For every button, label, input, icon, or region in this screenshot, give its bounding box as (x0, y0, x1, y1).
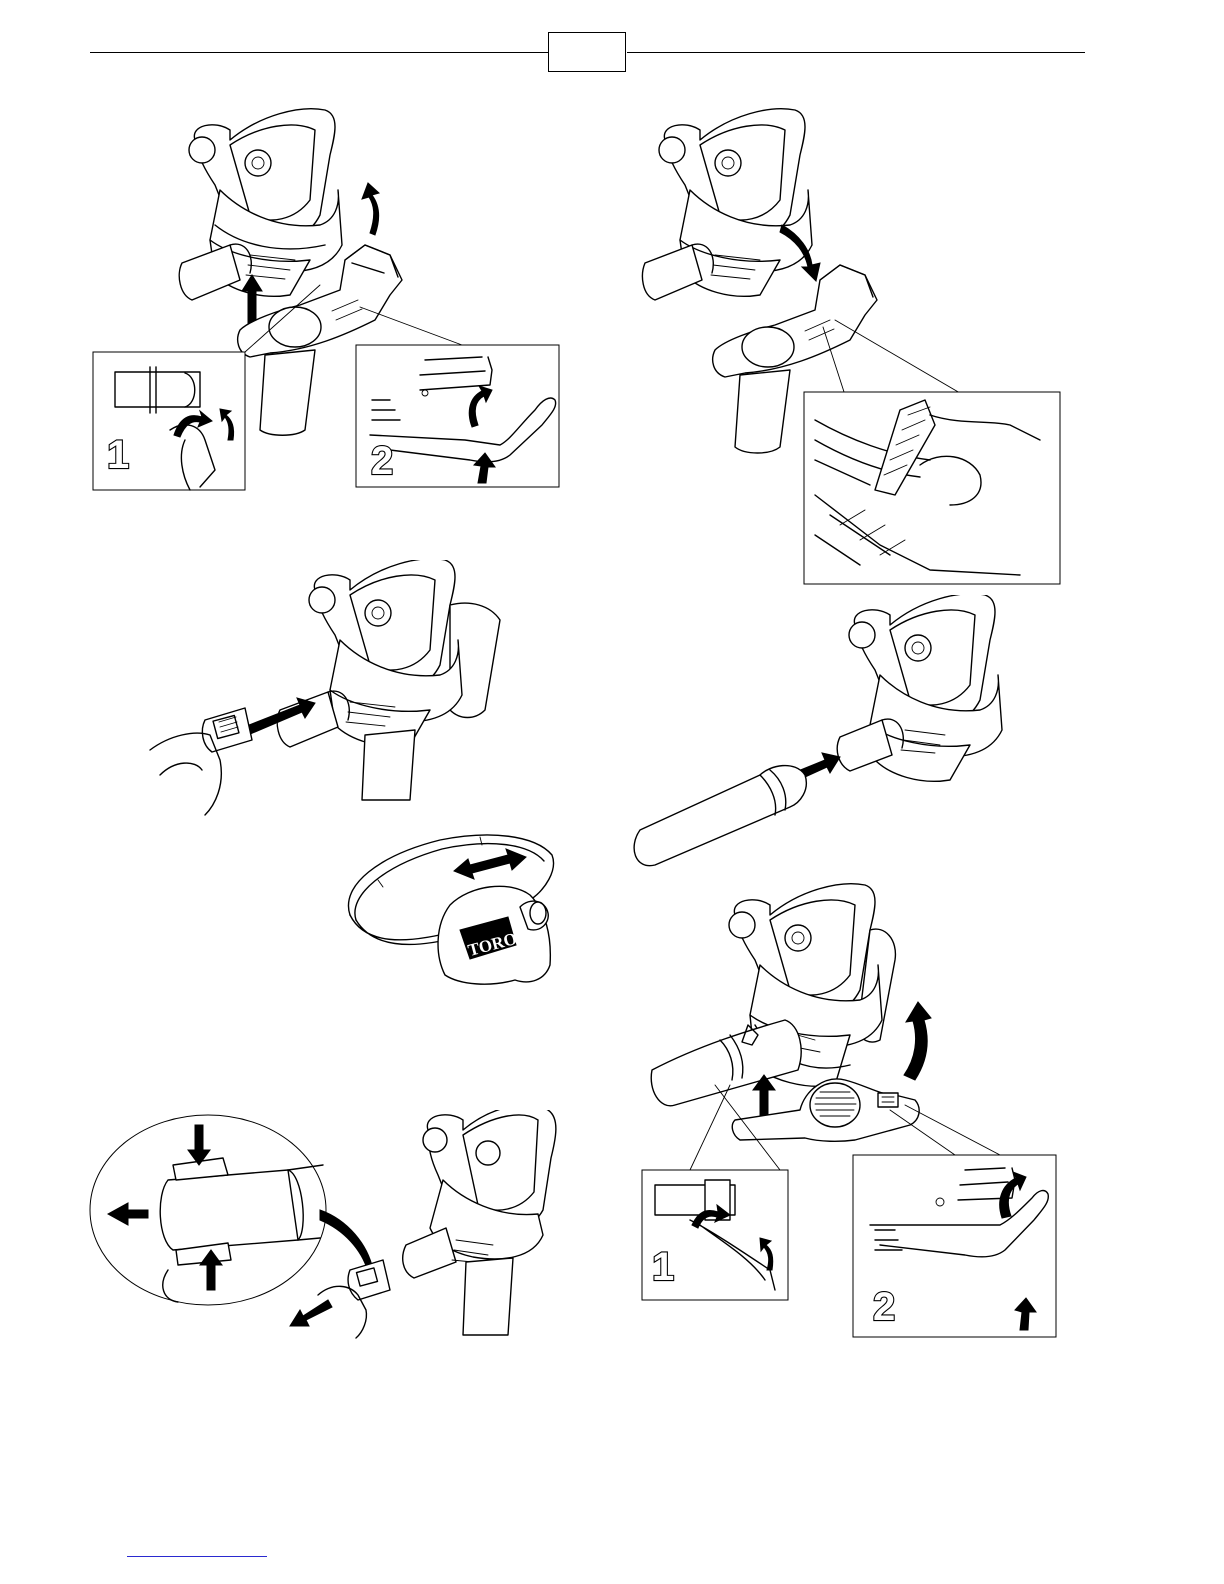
collection-bag-icon: TORO (438, 886, 550, 984)
latch-detail-icon (90, 1115, 326, 1305)
page-number-box (548, 32, 626, 72)
inset-step-2: 2 (356, 345, 559, 487)
blower-vacuum-housing-icon (642, 109, 812, 300)
inset-step-1: 1 (642, 1170, 788, 1300)
figure-remove-vacuum-tube: 1 2 (90, 95, 570, 495)
pull-arrow-icon (290, 1300, 332, 1326)
blower-vacuum-housing-icon (277, 560, 500, 800)
step-number-1: 1 (652, 1245, 674, 1289)
header-rule-right (627, 52, 1085, 53)
header-rule-left (90, 52, 548, 53)
blower-vacuum-housing-icon (837, 595, 1002, 781)
step-number-2: 2 (873, 1285, 895, 1329)
blower-tube-icon (634, 766, 806, 866)
curved-arrow-icon (904, 1002, 931, 1080)
step-number-1: 1 (107, 433, 129, 477)
step-number-2: 2 (371, 439, 393, 483)
blower-vacuum-housing-icon (179, 109, 342, 300)
curved-arrow-icon (362, 183, 379, 235)
inset-step-2: 2 (853, 1155, 1056, 1337)
figure-remove-bag-adapter (88, 1110, 568, 1345)
bag-adapter-in-hand (150, 708, 252, 815)
blower-vacuum-housing-icon (403, 1110, 556, 1335)
figure-collection-bag: TORO (330, 825, 570, 995)
inset-step-1: 1 (93, 352, 245, 490)
figure-install-housing-on-tube (630, 95, 1070, 590)
adapter-in-hand (290, 1260, 390, 1338)
figure-attach-blower-tube (620, 595, 1010, 880)
figure-remove-blower-cover: 1 2 (640, 880, 1065, 1345)
double-arrow-icon (454, 849, 526, 879)
inset-latch-detail (804, 392, 1060, 584)
footer-link-underline[interactable] (127, 1556, 267, 1557)
figure-attach-bag-adapter (140, 560, 520, 820)
